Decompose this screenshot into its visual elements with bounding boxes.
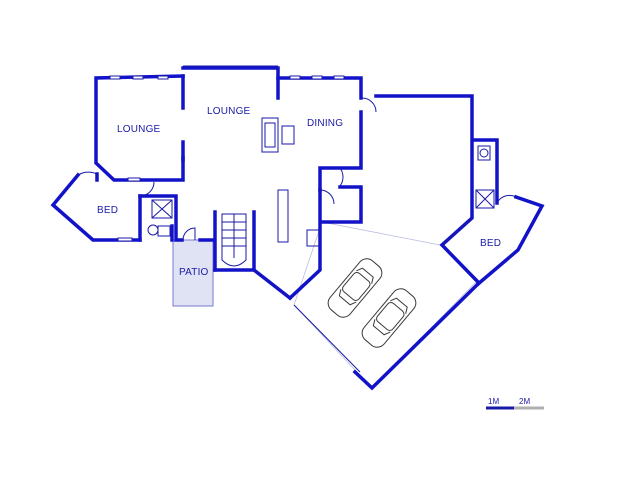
- window-1: [109, 75, 121, 80]
- wall-dining-bottom: [320, 185, 363, 224]
- shower-left: [151, 199, 173, 219]
- stove: [306, 229, 320, 247]
- window-4: [289, 75, 301, 80]
- fireplace: [261, 117, 279, 153]
- window-6: [333, 75, 345, 80]
- car-2: [361, 288, 417, 348]
- wall-garage-diagonal: [352, 281, 481, 391]
- wall-hall-v: [287, 188, 322, 301]
- wall-left-bed: [50, 172, 142, 242]
- patio-slab: [172, 239, 214, 307]
- door-arc-hall: [319, 189, 335, 205]
- wall-top-dining: [276, 76, 363, 100]
- door-arc-bed: [339, 167, 344, 187]
- wall-top-center: [181, 66, 280, 100]
- car-1: [327, 258, 383, 318]
- patio-door-arc: [182, 227, 196, 241]
- window-2: [132, 75, 144, 80]
- room-label-lounge-left: LOUNGE: [117, 124, 161, 135]
- window-8: [127, 177, 141, 182]
- door-arc-bed-right: [496, 194, 517, 204]
- room-label-lounge-center: LOUNGE: [207, 106, 251, 117]
- door-arc-left-bed: [77, 171, 98, 176]
- room-label-dining: DINING: [307, 118, 344, 129]
- window-3: [157, 75, 169, 80]
- wall-right-bed: [472, 138, 499, 205]
- fireplace-inner: [264, 122, 276, 148]
- stair-outline: [221, 213, 247, 267]
- window-5: [311, 75, 323, 80]
- room-label-patio: PATIO: [179, 267, 209, 278]
- wall-right-top: [374, 94, 481, 285]
- basin-left: [157, 225, 171, 237]
- garage-door-line: [293, 304, 361, 373]
- wc-left: [147, 224, 159, 236]
- scale-label-1m: 1M: [488, 397, 500, 406]
- door-arc-dining: [360, 97, 377, 113]
- kitchen-island: [277, 189, 289, 243]
- wall-bath-left: [138, 194, 184, 242]
- bed-right-divider: [441, 217, 473, 246]
- shower-left-cross: [151, 199, 173, 219]
- shower-cross: [475, 189, 495, 209]
- wall-hall-diag: [251, 267, 293, 301]
- scale-label-2m: 2M: [519, 397, 531, 406]
- fire-box: [281, 125, 295, 145]
- basin-right: [479, 148, 489, 158]
- room-label-bed-left: BED: [97, 205, 119, 216]
- room-label-bed-right: BED: [480, 238, 502, 249]
- door-arc-bath: [139, 181, 155, 197]
- window-7: [117, 237, 133, 242]
- wall-right-bed-2: [475, 194, 545, 287]
- shower-right: [475, 189, 495, 209]
- wc-right: [477, 145, 491, 161]
